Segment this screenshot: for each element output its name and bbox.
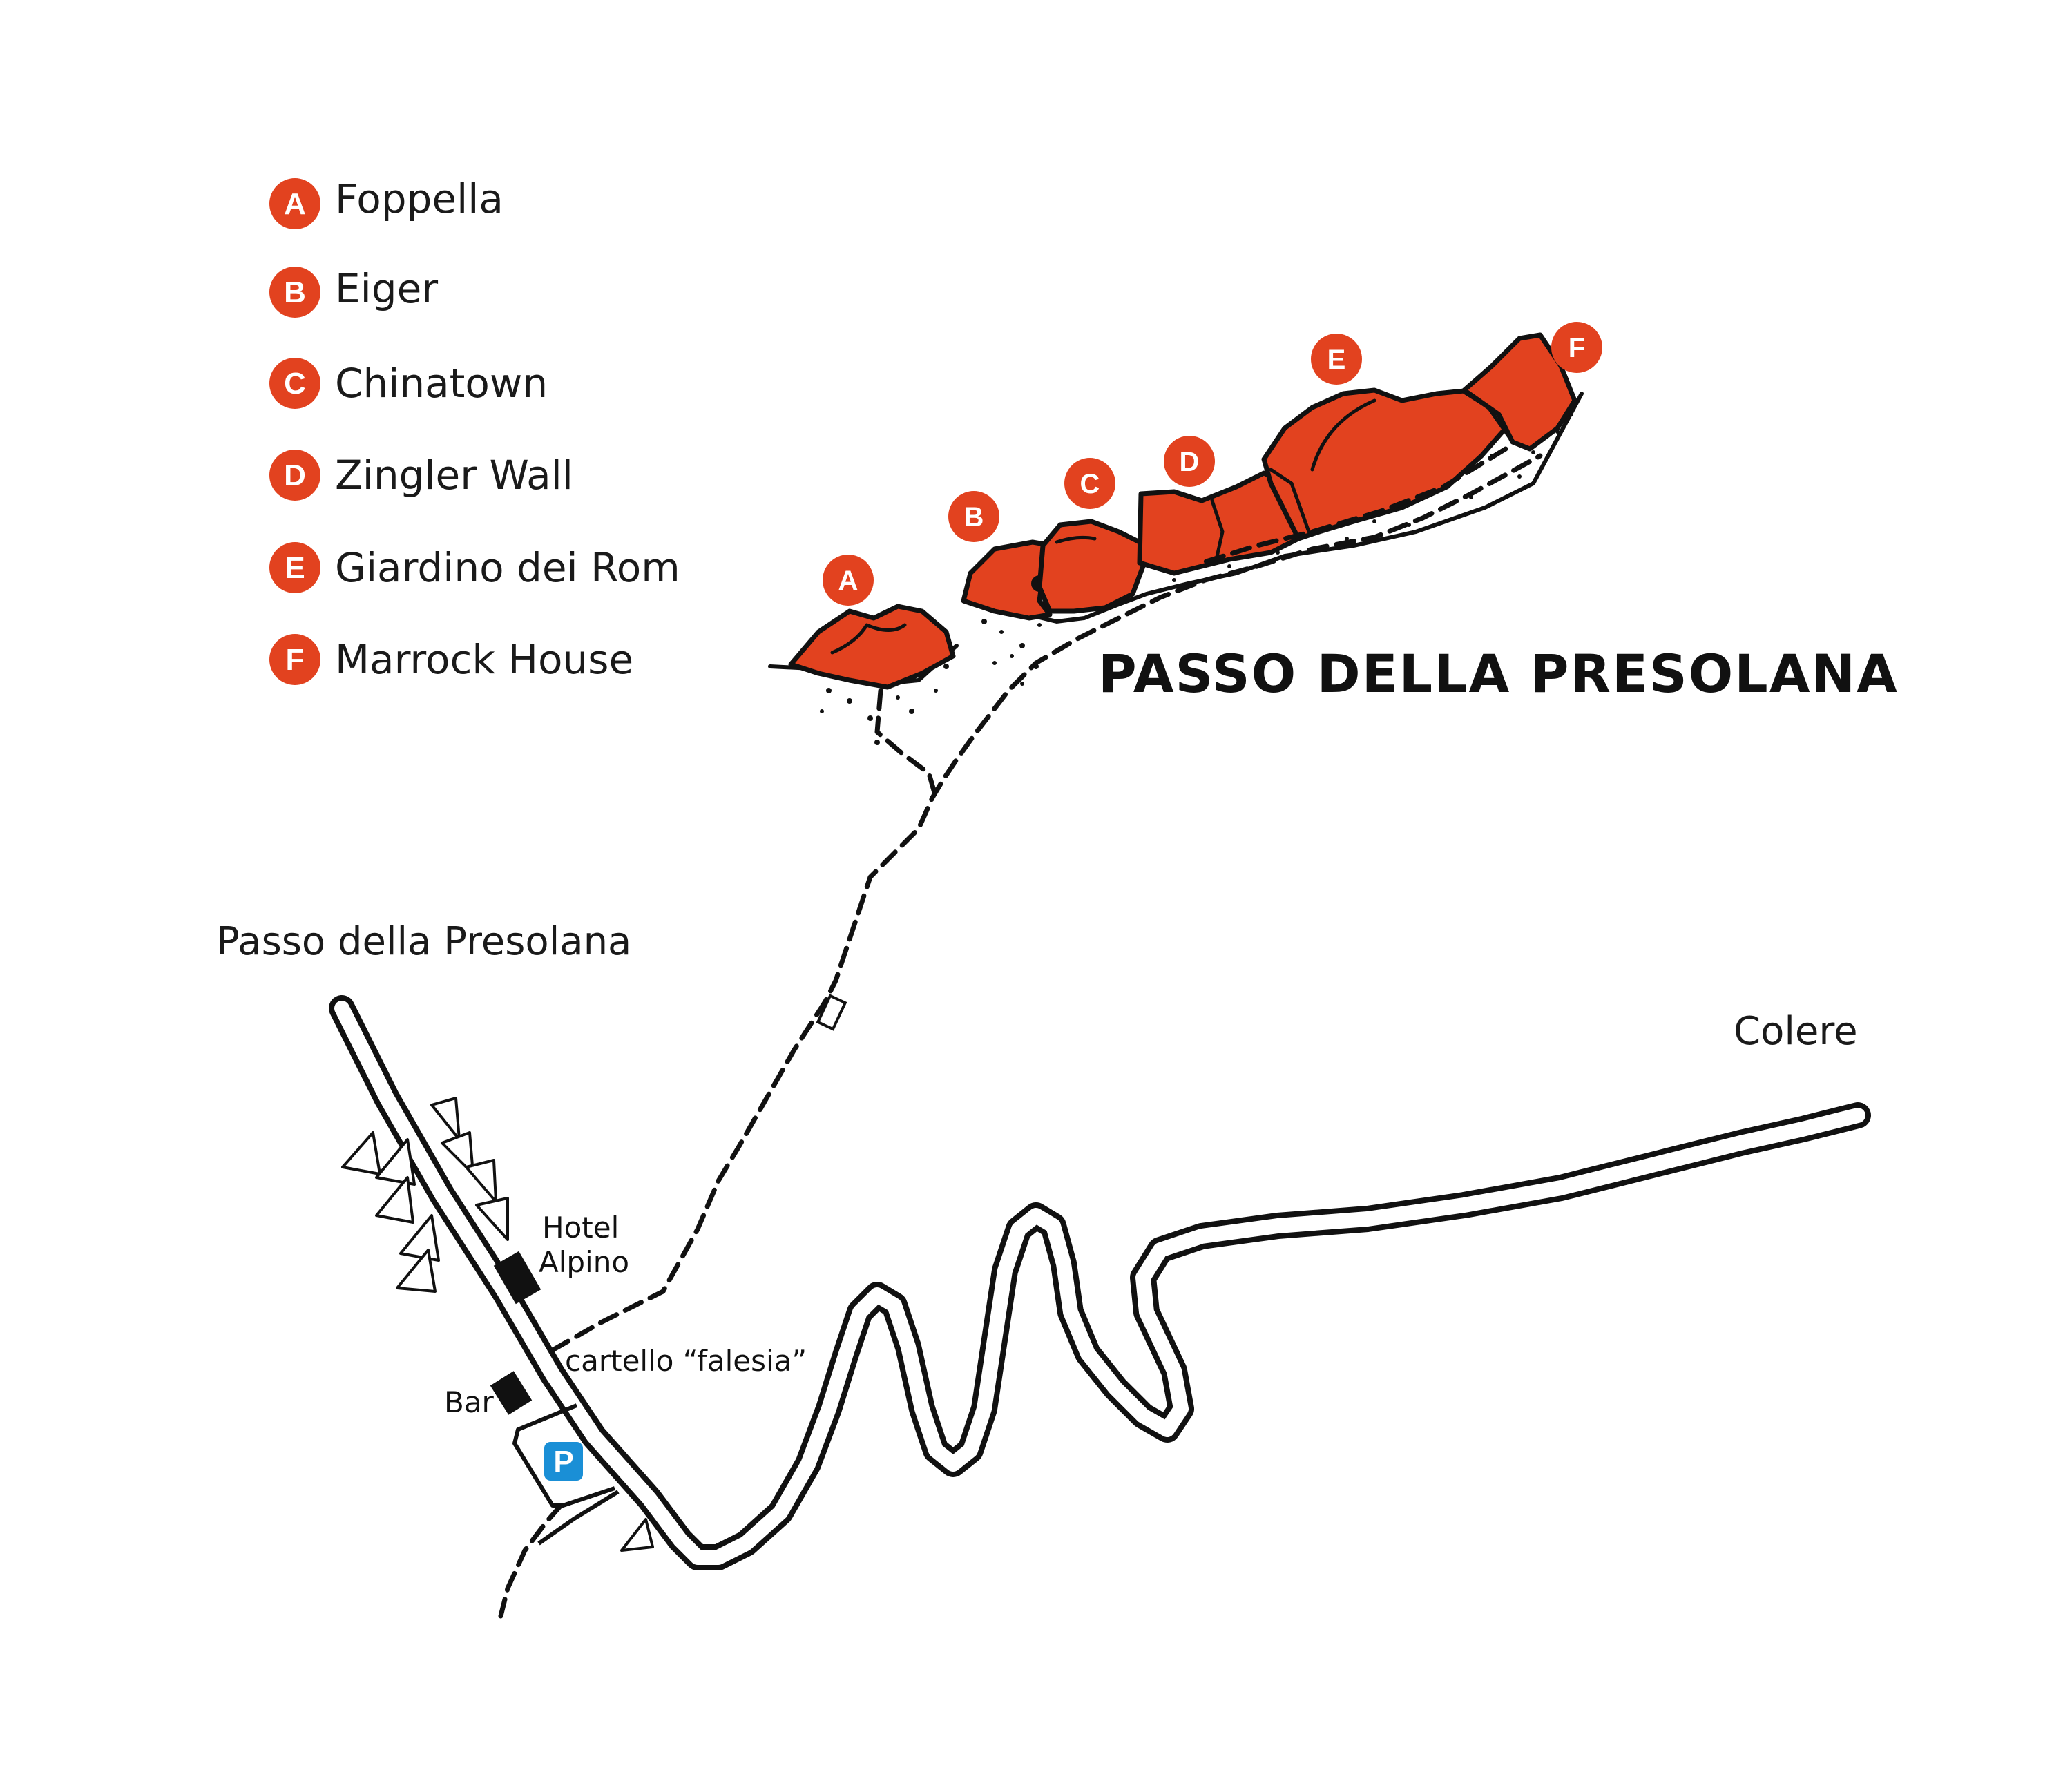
tree-icon [430, 1097, 461, 1141]
legend-badge-letter: B [284, 276, 306, 309]
legend-item-e: E Giardino dei Rom [269, 542, 680, 593]
legend-item-a: A Foppella [269, 175, 503, 229]
sign-icon [816, 994, 847, 1031]
legend-item-d: D Zingler Wall [269, 450, 573, 501]
legend-item-b: B Eiger [269, 265, 438, 318]
approach-trail [498, 446, 1543, 1619]
crag-e [1261, 387, 1508, 541]
crag-badge-letter: A [838, 566, 858, 596]
svg-text:P: P [553, 1445, 573, 1479]
legend-label: Foppella [335, 175, 503, 222]
legend-label: Eiger [335, 265, 438, 312]
pass-road [329, 995, 1871, 1570]
tree-icon [341, 1131, 381, 1175]
legend-label: Marrock House [335, 636, 633, 683]
pass-road-label: Passo della Presolana [216, 919, 631, 964]
parking-area [512, 1403, 620, 1546]
crag-badge-a [823, 555, 874, 606]
building-icon [490, 1371, 533, 1415]
tree-icon [441, 1131, 474, 1175]
legend-badge-letter: C [284, 367, 306, 401]
legend-badge-letter: F [286, 643, 305, 677]
legend-item-c: C Chinatown [269, 358, 548, 409]
hotel-label-line2: Alpino [539, 1245, 629, 1279]
legend-badge-e [269, 542, 320, 593]
crag-c [1037, 519, 1146, 614]
building-icon [493, 1251, 541, 1305]
crag-badges: A B C D E F [823, 322, 1602, 606]
crag-badge-letter: E [1327, 345, 1346, 375]
tree-icon [375, 1176, 414, 1224]
legend-label: Chinatown [335, 360, 548, 407]
tree-icon [375, 1138, 416, 1186]
parking-icon: P [544, 1442, 583, 1481]
crag-badge-letter: C [1080, 469, 1100, 499]
crag-badge-c [1064, 458, 1115, 509]
legend-badge-a [269, 178, 320, 229]
sign-label: cartello “falesia” [565, 1344, 807, 1378]
crag-badge-letter: B [964, 502, 984, 532]
legend-badge-d [269, 450, 320, 501]
legend-badge-f [269, 634, 320, 685]
crag-badge-b [948, 491, 999, 542]
crag-f [1461, 332, 1577, 452]
legend-badge-letter: D [284, 459, 306, 492]
crag-badge-f [1551, 322, 1602, 373]
crag-badge-letter: D [1180, 447, 1200, 477]
crag-a [788, 604, 956, 690]
tree-icon [465, 1159, 497, 1203]
crag-badge-d [1164, 436, 1215, 487]
legend-item-f: F Marrock House [269, 634, 633, 685]
tree-icon [475, 1197, 509, 1241]
legend-label: Giardino dei Rom [335, 544, 680, 591]
crag-badge-e [1311, 334, 1362, 385]
map-title: PASSO DELLA PRESOLANA [1098, 643, 1899, 704]
colere-label: Colere [1734, 1009, 1858, 1054]
crag-badge-letter: F [1569, 333, 1585, 363]
legend: A Foppella B Eiger C Chinatown D Zingler… [269, 175, 680, 685]
legend-label: Zingler Wall [335, 452, 573, 499]
legend-badge-letter: A [284, 187, 306, 221]
legend-badge-b [269, 267, 320, 318]
tree-icon [396, 1249, 437, 1293]
tree-group [341, 1097, 654, 1552]
bar-label: Bar [444, 1385, 495, 1419]
tree-icon [620, 1518, 654, 1552]
hotel-label-line1: Hotel [542, 1211, 619, 1244]
legend-badge-c [269, 358, 320, 409]
legend-badge-letter: E [285, 551, 305, 585]
